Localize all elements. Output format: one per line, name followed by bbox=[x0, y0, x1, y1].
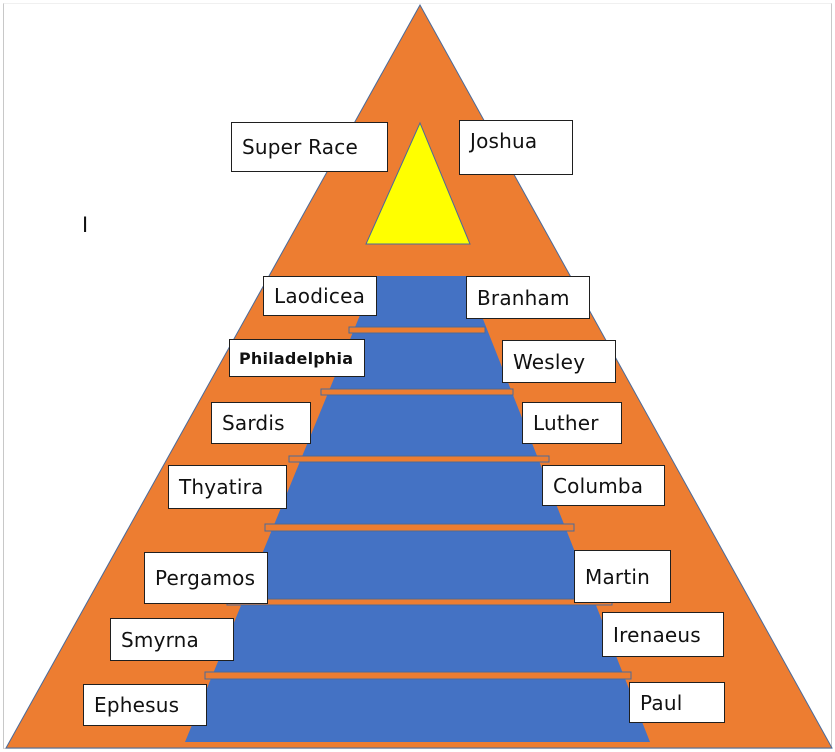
label-church-pergamos[interactable]: Pergamos bbox=[144, 552, 268, 604]
divider-bar[interactable] bbox=[288, 455, 550, 463]
label-messenger-paul[interactable]: Paul bbox=[629, 682, 725, 723]
label-messenger-branham[interactable]: Branham bbox=[466, 276, 590, 319]
inner-apex-triangle[interactable] bbox=[365, 121, 471, 245]
label-messenger-columba[interactable]: Columba bbox=[542, 465, 665, 506]
divider-bar[interactable] bbox=[226, 598, 613, 606]
label-messenger-irenaeus[interactable]: Irenaeus bbox=[602, 612, 724, 657]
divider-bar[interactable] bbox=[204, 671, 632, 680]
church-ages-trapezoid[interactable] bbox=[185, 276, 650, 742]
label-church-laodicea[interactable]: Laodicea bbox=[263, 276, 377, 316]
label-church-ephesus[interactable]: Ephesus bbox=[83, 684, 207, 726]
label-messenger-luther[interactable]: Luther bbox=[522, 402, 622, 444]
label-church-sardis[interactable]: Sardis bbox=[211, 402, 311, 444]
label-messenger-wesley[interactable]: Wesley bbox=[502, 340, 616, 383]
divider-bar[interactable] bbox=[264, 523, 575, 532]
divider-bar[interactable] bbox=[320, 388, 514, 396]
label-church-philadelphia[interactable]: Philadelphia bbox=[229, 339, 365, 377]
stray-text-cursor: I bbox=[82, 212, 89, 237]
divider-bar[interactable] bbox=[348, 326, 486, 334]
label-joshua[interactable]: Joshua bbox=[459, 120, 573, 175]
label-church-smyrna[interactable]: Smyrna bbox=[110, 618, 234, 661]
label-church-thyatira[interactable]: Thyatira bbox=[168, 465, 287, 509]
label-messenger-martin[interactable]: Martin bbox=[574, 550, 671, 603]
label-super-race[interactable]: Super Race bbox=[231, 122, 388, 172]
